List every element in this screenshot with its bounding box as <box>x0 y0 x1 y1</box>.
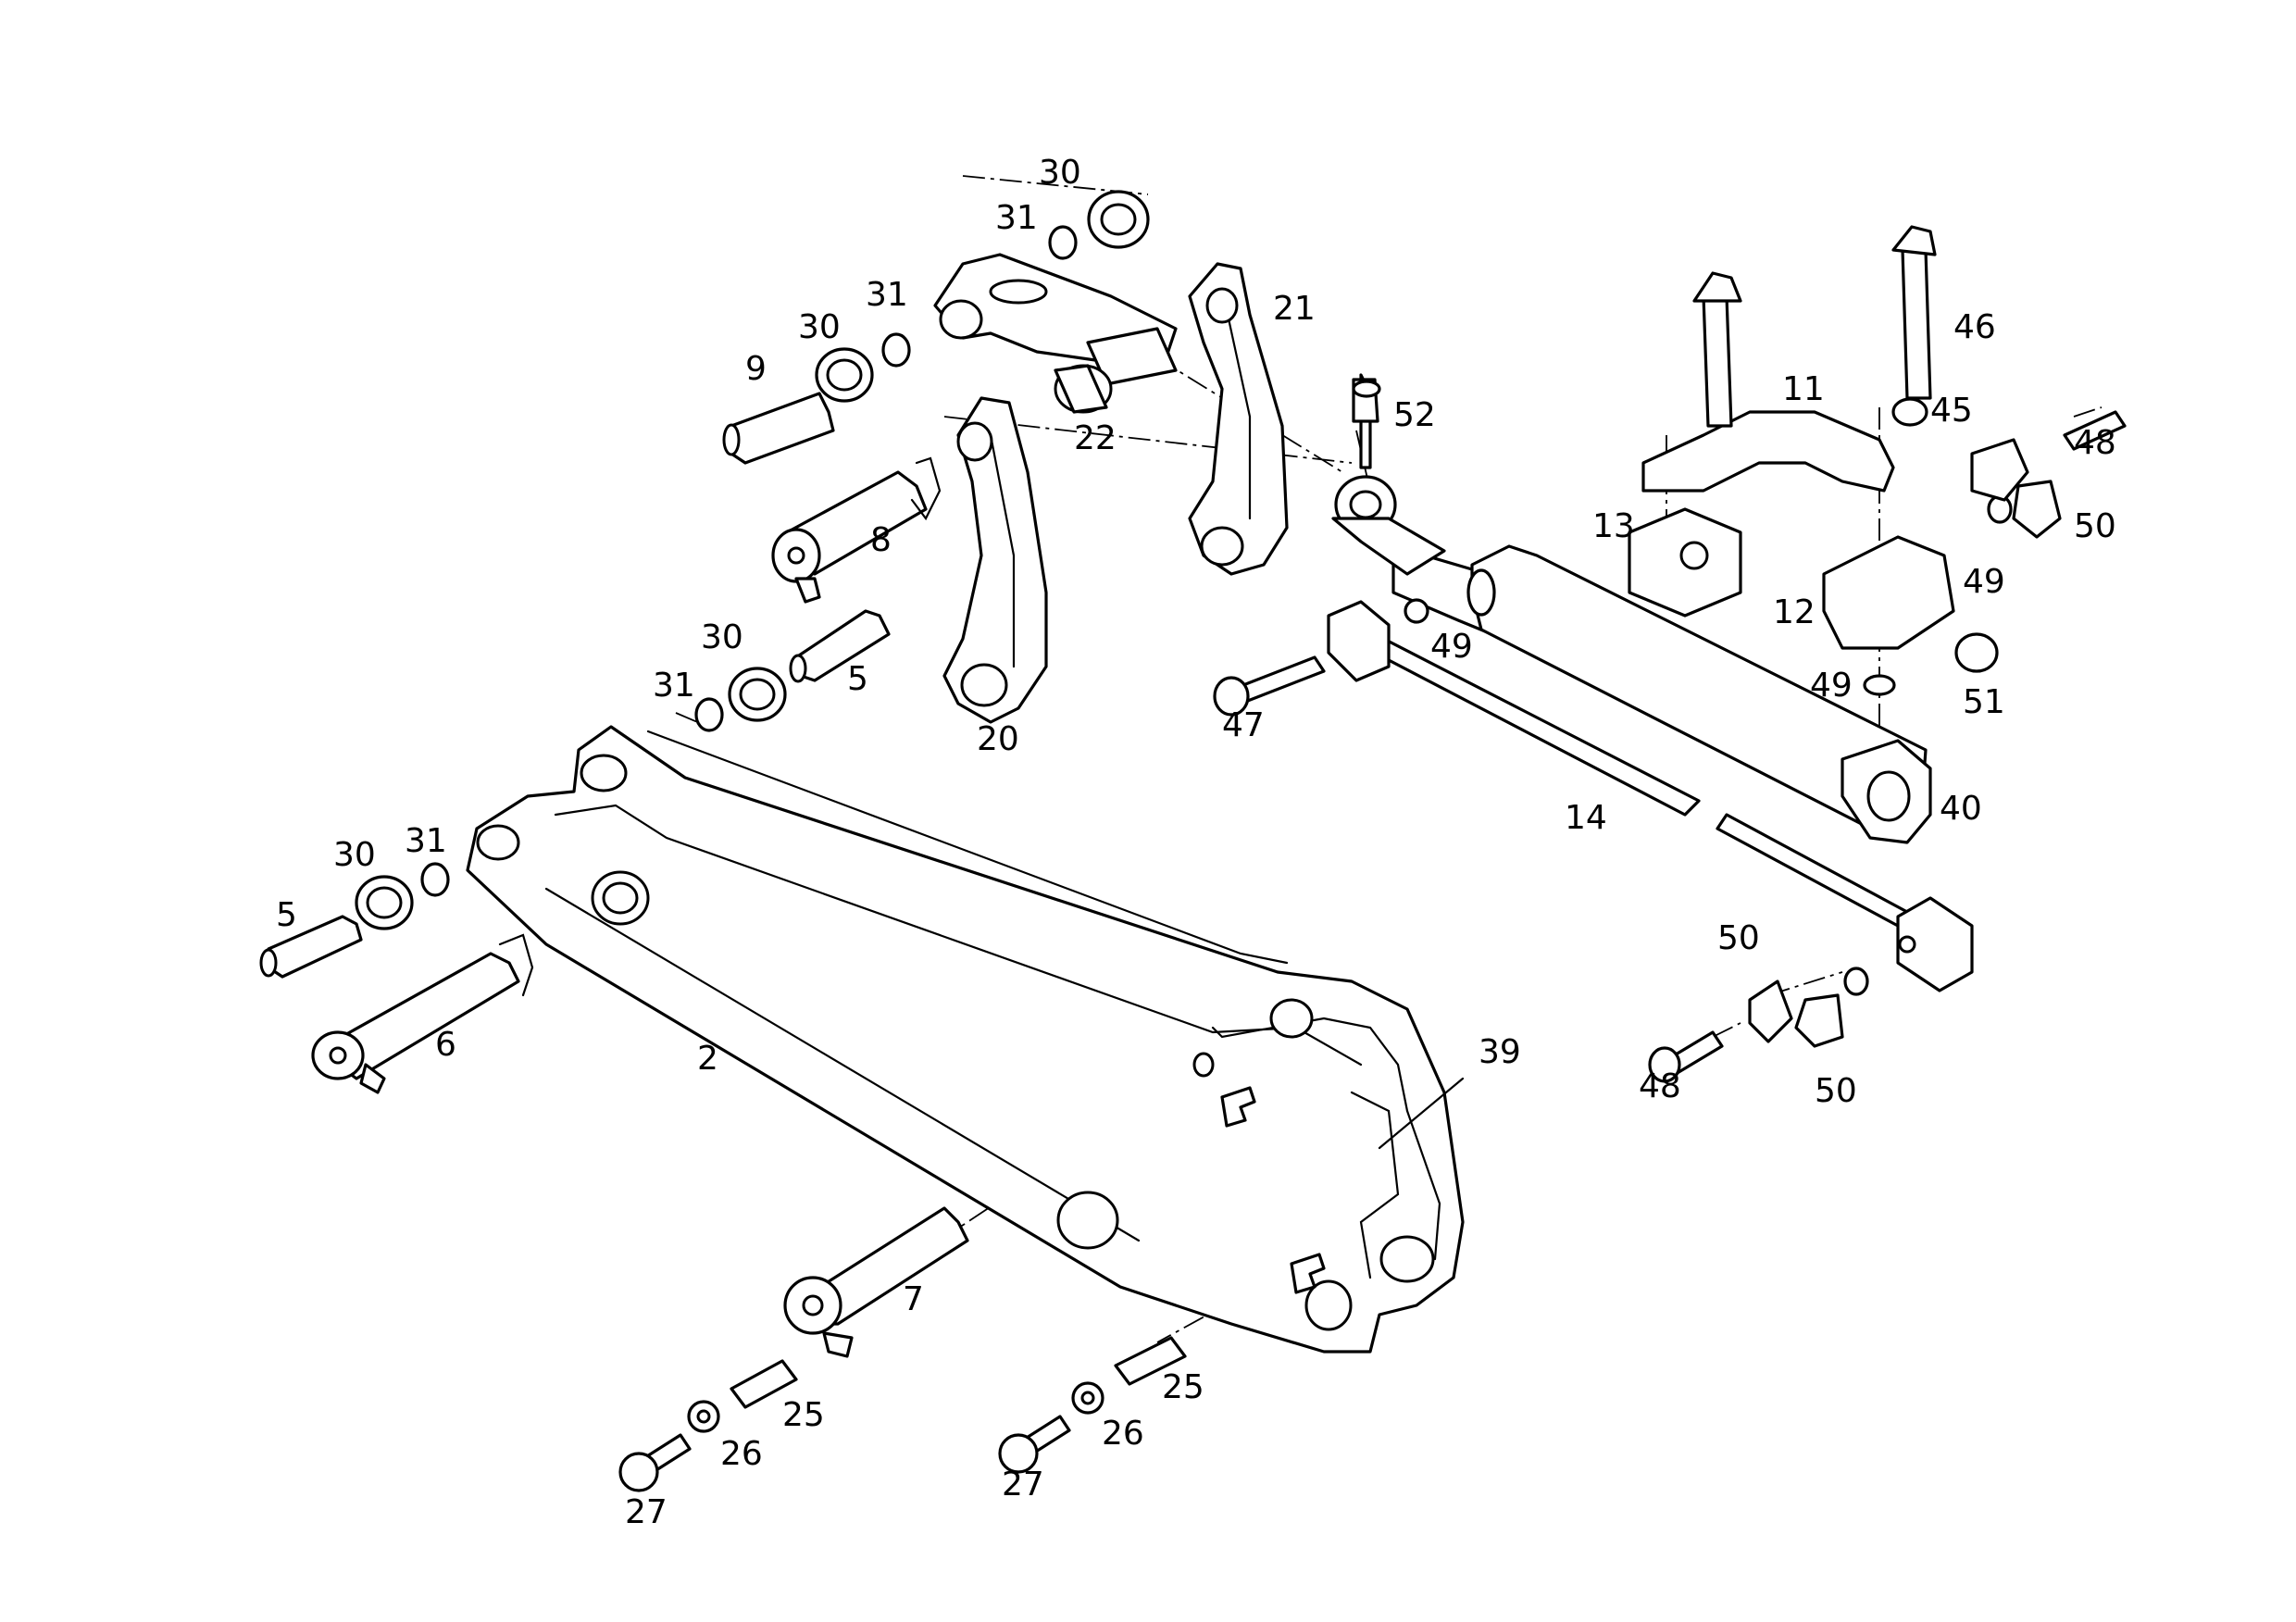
link-21 <box>1188 262 1289 576</box>
label-30: 30 <box>333 836 376 874</box>
label-52: 52 <box>1393 396 1436 434</box>
middle-pins-bushings <box>694 609 891 732</box>
label-6: 6 <box>435 1026 456 1064</box>
label-9: 9 <box>745 350 767 388</box>
label-26: 26 <box>720 1435 763 1473</box>
label-50: 50 <box>2074 507 2116 545</box>
tie-rod <box>1327 600 1974 992</box>
label-31: 31 <box>653 667 695 705</box>
label-22: 22 <box>1074 419 1117 457</box>
label-49: 49 <box>1810 667 1853 705</box>
label-7: 7 <box>903 1280 924 1318</box>
label-50: 50 <box>1717 919 1760 957</box>
upper-pins-bushings <box>722 190 1150 465</box>
label-26: 26 <box>1102 1415 1144 1453</box>
label-31: 31 <box>405 822 447 860</box>
label-30: 30 <box>1039 154 1081 192</box>
label-39: 39 <box>1479 1033 1521 1071</box>
label-40: 40 <box>1940 790 1982 828</box>
label-13: 13 <box>1592 507 1635 545</box>
hydraulic-cylinder <box>1331 373 1932 844</box>
boom-arm <box>466 725 1465 1354</box>
label-49: 49 <box>1963 563 2005 601</box>
pin-7 <box>783 1206 969 1358</box>
clamp-halves <box>1213 410 2127 1083</box>
label-12: 12 <box>1773 593 1816 631</box>
label-30: 30 <box>798 308 841 346</box>
label-47: 47 <box>1222 706 1265 744</box>
label-21: 21 <box>1273 290 1316 328</box>
label-27: 27 <box>625 1493 668 1531</box>
label-25: 25 <box>1162 1368 1204 1406</box>
upper-rocker-link <box>933 253 1178 414</box>
label-50: 50 <box>1815 1072 1857 1110</box>
label-31: 31 <box>866 276 908 314</box>
label-48: 48 <box>1639 1067 1681 1105</box>
leader-39 <box>1378 1077 1465 1150</box>
label-20: 20 <box>977 720 1019 758</box>
label-14: 14 <box>1565 799 1607 837</box>
label-49: 49 <box>1430 628 1473 666</box>
link-20 <box>942 396 1048 724</box>
label-51: 51 <box>1963 683 2005 721</box>
label-31: 31 <box>995 199 1038 237</box>
left-pins-bushings <box>259 862 534 1094</box>
label-5: 5 <box>847 660 868 698</box>
lower-fasteners <box>618 1336 1187 1492</box>
label-11: 11 <box>1782 370 1825 408</box>
part-labels: 30 31 21 30 31 9 22 8 52 46 11 45 48 13 … <box>276 154 2116 1531</box>
label-46: 46 <box>1953 308 1996 346</box>
bracket-assembly <box>1404 225 2013 996</box>
label-45: 45 <box>1930 392 1973 430</box>
label-25: 25 <box>782 1396 825 1434</box>
label-2: 2 <box>697 1040 718 1078</box>
label-30: 30 <box>701 618 743 656</box>
label-5: 5 <box>276 896 297 934</box>
pin-8 <box>771 456 942 604</box>
label-48: 48 <box>2074 424 2116 462</box>
label-27: 27 <box>1002 1466 1044 1503</box>
label-8: 8 <box>870 521 892 559</box>
